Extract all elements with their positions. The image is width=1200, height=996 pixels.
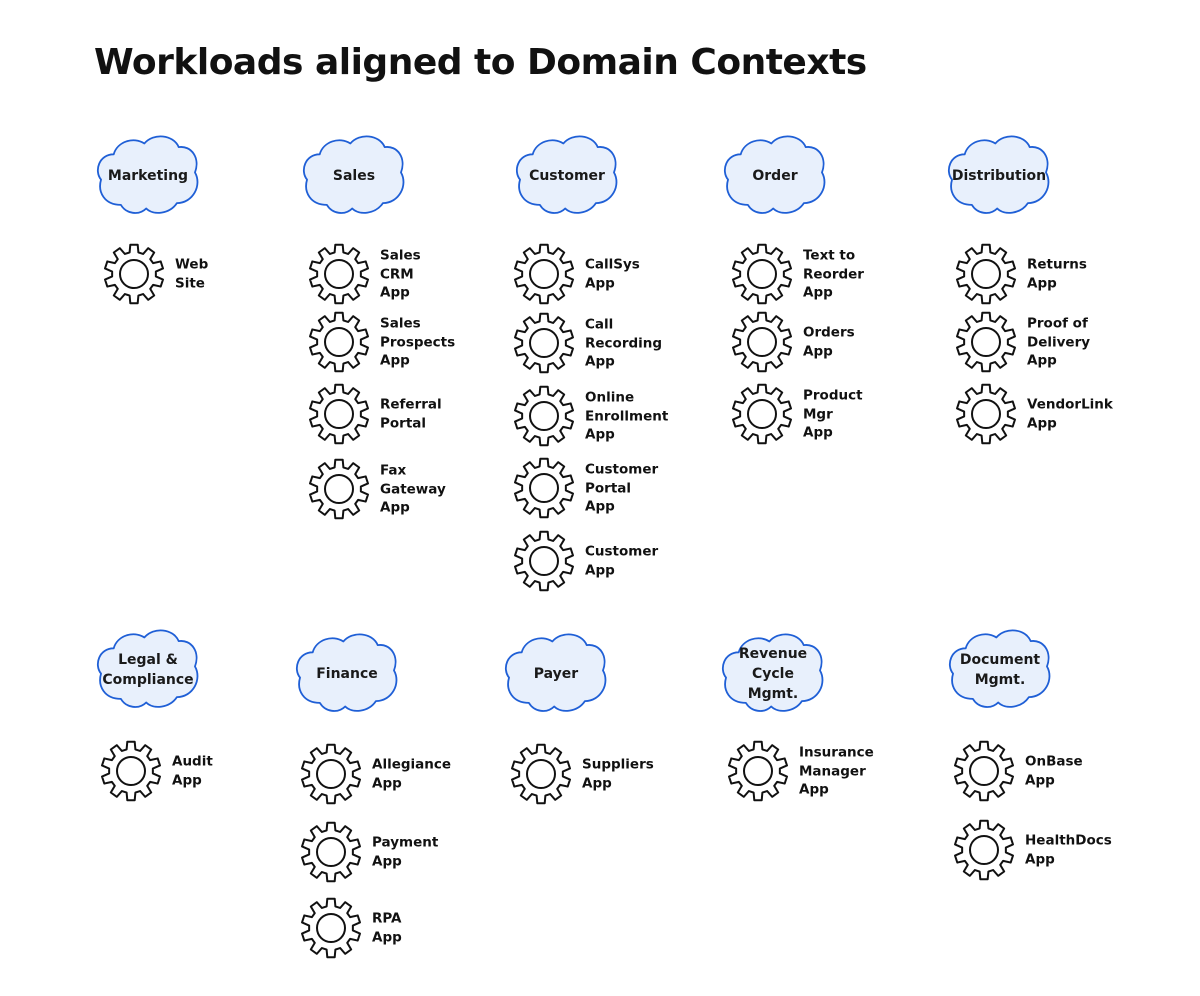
app-label: Customer Portal App xyxy=(585,461,659,515)
cloud-icon xyxy=(516,135,618,214)
domain-label: Sales xyxy=(332,168,376,184)
app-label: VendorLink App xyxy=(1027,396,1113,432)
gear-icon xyxy=(309,383,369,445)
domain-cloud: Customer xyxy=(511,128,623,224)
gear-icon xyxy=(732,243,792,305)
gear-icon xyxy=(732,311,792,373)
app-label: RPA App xyxy=(372,910,402,946)
domain-label: Payer xyxy=(533,666,579,682)
gear-icon xyxy=(956,311,1016,373)
domain-label: Document Mgmt. xyxy=(959,652,1041,688)
domain-group: Revenue Cycle Mgmt. Insurance Manager App xyxy=(0,0,874,802)
domain-cloud: Revenue Cycle Mgmt. xyxy=(717,626,829,722)
cloud-icon xyxy=(97,135,199,214)
gear-icon xyxy=(514,530,574,592)
domain-cloud: Sales xyxy=(298,128,410,224)
gear-icon xyxy=(301,743,361,805)
cloud-icon xyxy=(949,629,1051,708)
app-label: Allegiance App xyxy=(372,756,452,792)
gear-icon xyxy=(956,383,1016,445)
cloud-icon xyxy=(97,629,199,708)
app-label: Fax Gateway App xyxy=(380,462,446,516)
app-label: Payment App xyxy=(372,834,439,870)
gear-icon xyxy=(309,458,369,520)
domain-cloud: Legal & Compliance xyxy=(92,622,204,718)
domain-label: Finance xyxy=(316,666,378,682)
app-label: Online Enrollment App xyxy=(585,389,669,443)
app-label: Insurance Manager App xyxy=(799,744,874,798)
app-label: Suppliers App xyxy=(582,756,654,792)
gear-icon xyxy=(309,311,369,373)
gear-icon xyxy=(514,243,574,305)
app-label: OnBase App xyxy=(1025,753,1083,789)
gear-icon xyxy=(511,743,571,805)
gear-icon xyxy=(514,457,574,519)
gear-icon xyxy=(301,897,361,959)
cloud-icon xyxy=(724,135,826,214)
gear-icon xyxy=(954,819,1014,881)
gear-icon xyxy=(514,385,574,447)
app-label: Web Site xyxy=(175,256,209,292)
gear-icon xyxy=(101,740,161,802)
domain-label: Distribution xyxy=(951,168,1047,184)
cloud-icon xyxy=(722,633,824,712)
app-label: Customer App xyxy=(585,543,659,579)
gear-icon xyxy=(954,740,1014,802)
gear-icon xyxy=(728,740,788,802)
domain-cloud: Finance xyxy=(291,626,403,722)
gear-icon xyxy=(514,312,574,374)
app-label: Text to Reorder App xyxy=(803,247,864,301)
domain-cloud: Distribution xyxy=(943,128,1055,224)
app-label: Proof of Delivery App xyxy=(1027,315,1091,369)
domain-cloud: Payer xyxy=(500,626,612,722)
cloud-icon xyxy=(303,135,405,214)
cloud-icon xyxy=(296,633,398,712)
domain-cloud: Marketing xyxy=(92,128,204,224)
cloud-icon xyxy=(948,135,1050,214)
app-label: Orders App xyxy=(803,324,855,360)
domain-label: Customer xyxy=(529,168,605,184)
app-label: Referral Portal xyxy=(380,396,442,432)
app-label: CallSys App xyxy=(585,256,640,292)
app-label: Sales CRM App xyxy=(380,247,421,301)
cloud-icon xyxy=(505,633,607,712)
domain-label: Marketing xyxy=(107,168,189,184)
gear-icon xyxy=(956,243,1016,305)
domain-label: Order xyxy=(752,168,798,184)
app-label: HealthDocs App xyxy=(1025,832,1112,868)
app-label: Returns App xyxy=(1027,256,1087,292)
page-title: Workloads aligned to Domain Contexts xyxy=(94,42,867,83)
domain-cloud: Document Mgmt. xyxy=(944,622,1056,718)
app-label: Audit App xyxy=(172,753,213,789)
domain-label: Legal & Compliance xyxy=(102,652,194,688)
gear-icon xyxy=(309,243,369,305)
gear-icon xyxy=(301,821,361,883)
app-label: Call Recording App xyxy=(585,316,663,370)
gear-icon xyxy=(732,383,792,445)
app-label: Product Mgr App xyxy=(803,387,863,441)
domain-label: Revenue Cycle Mgmt. xyxy=(738,646,808,702)
domain-cloud: Order xyxy=(719,128,831,224)
gear-icon xyxy=(104,243,164,305)
app-label: Sales Prospects App xyxy=(380,315,456,369)
